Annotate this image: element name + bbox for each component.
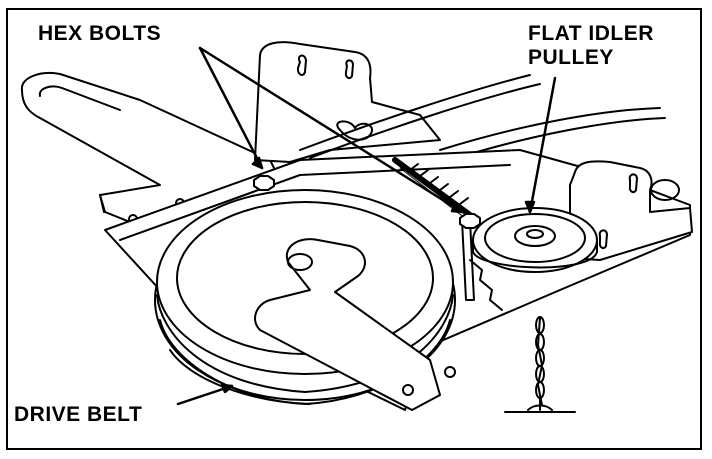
hex-leader-1	[198, 46, 264, 170]
belt-rails	[299, 74, 666, 161]
flat-idler-text-line2: PULLEY	[528, 46, 614, 69]
flat-idler-pulley-label: FLAT IDLER PULLEY	[528, 22, 654, 70]
arm-bolt-2	[444, 366, 456, 378]
flat-idler-pulley	[472, 207, 598, 273]
arm-bolt-1	[402, 384, 414, 396]
pulley-arm	[254, 238, 456, 411]
hex-leader-2	[198, 46, 464, 214]
leader-lines	[176, 46, 557, 406]
hex-bolt-2	[459, 213, 481, 229]
hex-bolt-1	[253, 175, 275, 191]
hex-bolts-label: HEX BOLTS	[38, 22, 161, 46]
flat-idler-text-line1: FLAT IDLER	[528, 22, 654, 45]
hex-bolts-text: HEX BOLTS	[38, 22, 162, 45]
rear-bracket	[254, 41, 441, 163]
right-bracket	[569, 160, 693, 261]
idler-leader	[528, 76, 557, 214]
hex-bolt-heads	[253, 175, 481, 229]
drive-belt-label: DRIVE BELT	[14, 403, 142, 427]
drive-belt-text: DRIVE BELT	[14, 403, 143, 426]
chain	[504, 316, 576, 413]
idler-hub-bolt	[526, 229, 544, 239]
